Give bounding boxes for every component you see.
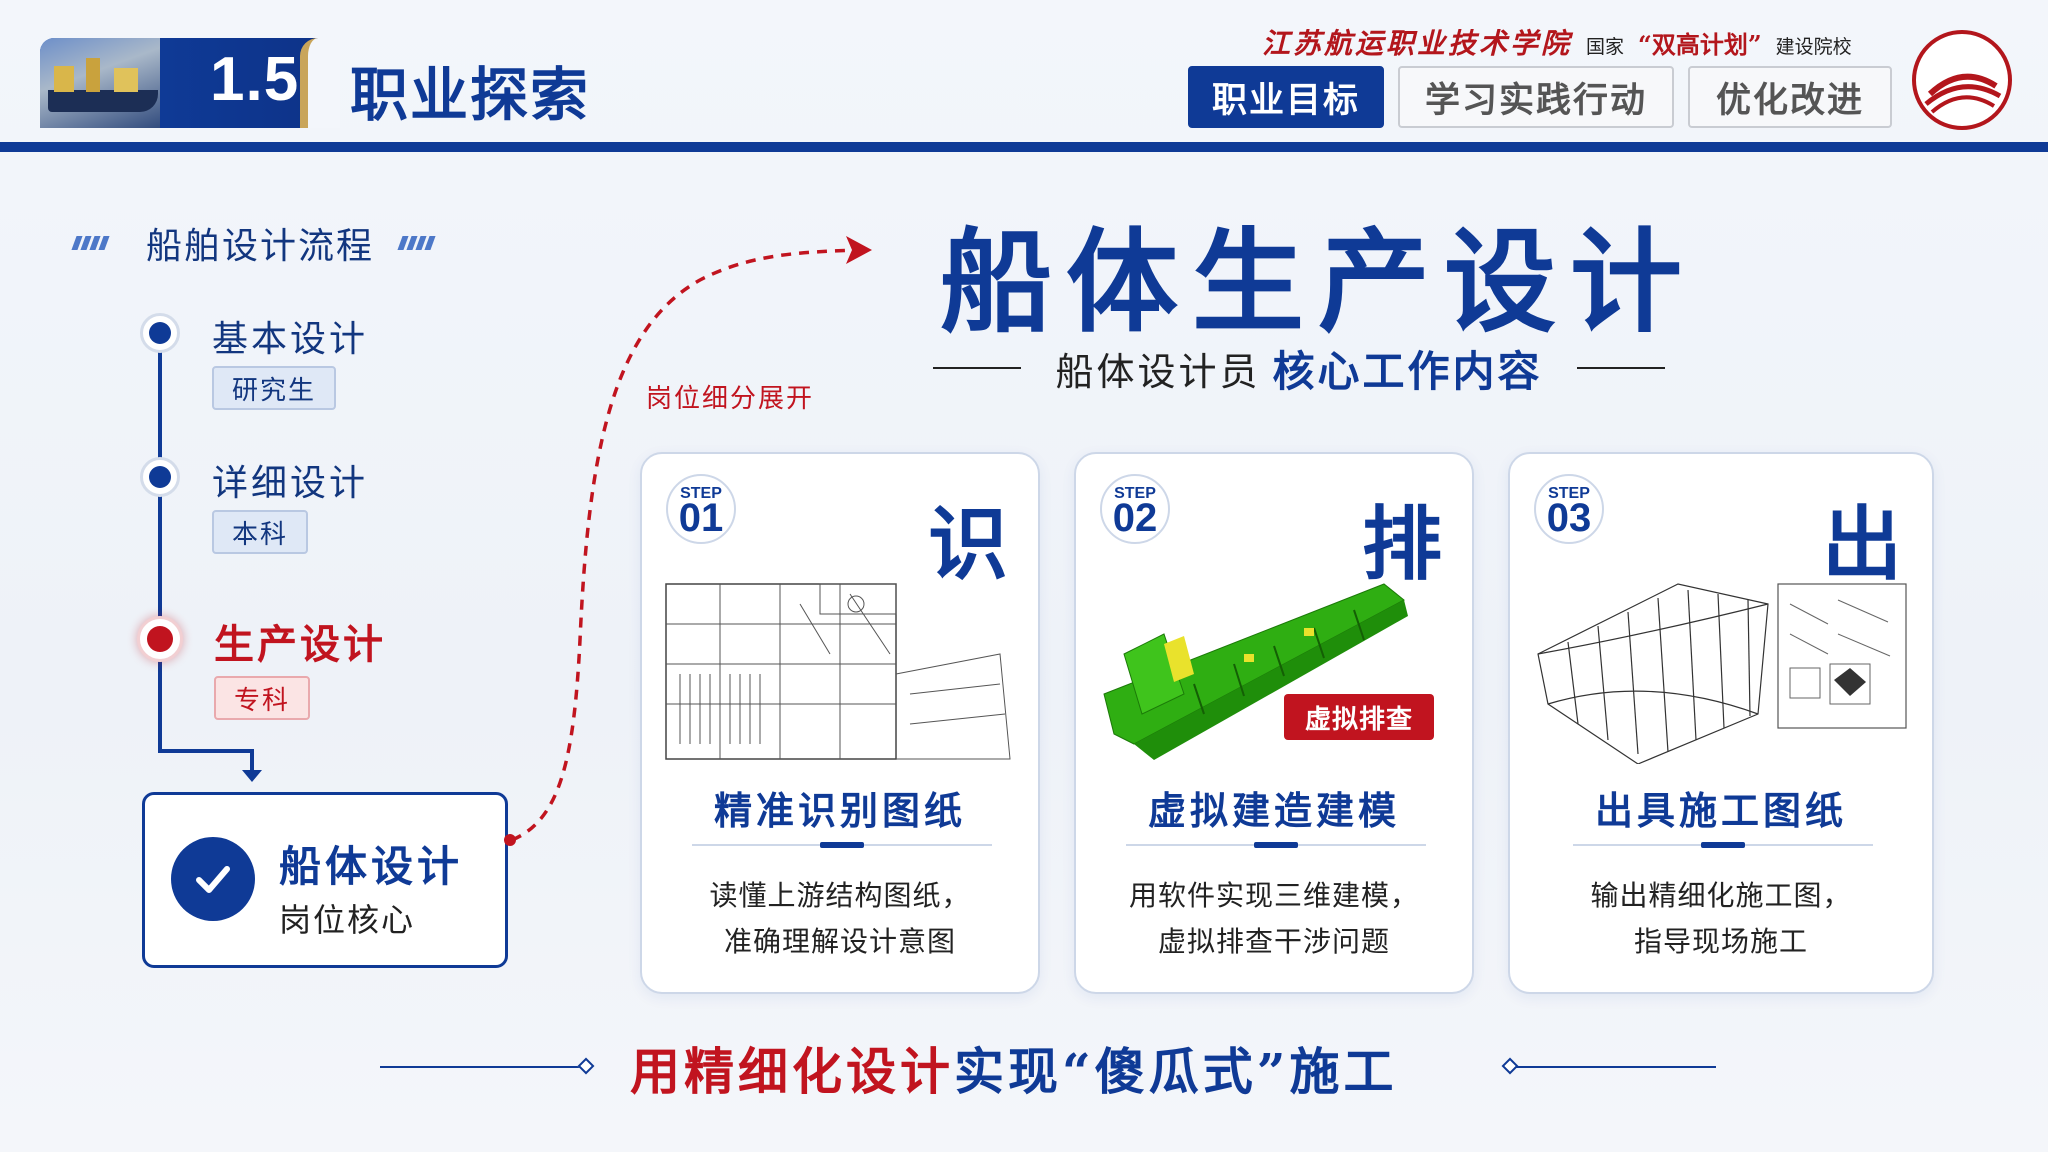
card-desc-line2: 指导现场施工 [1633, 925, 1808, 958]
virtual-check-badge: 虚拟排查 [1284, 694, 1434, 740]
slogan-line-right [1516, 1066, 1716, 1068]
subtitle-row: 船体设计员 核心工作内容 [904, 340, 1694, 396]
timeline-down [250, 749, 254, 771]
card-desc-line1: 用软件实现三维建模， [1128, 879, 1419, 912]
step-number-circle: STEP 02 [1100, 474, 1170, 544]
step-tag-detail: 本科 [212, 510, 309, 554]
timeline-elbow [158, 749, 254, 753]
step-tag-basic: 研究生 [212, 366, 337, 410]
card-heading: 出具施工图纸 [1594, 789, 1847, 833]
subtitle-line-left [933, 367, 1022, 369]
school-sub1: 国家 [1586, 36, 1625, 58]
step-number: 01 [678, 496, 724, 540]
card-underline [692, 842, 992, 848]
step-word: STEP [1114, 485, 1156, 502]
slogan-part2: 实现“傻瓜式”施工 [954, 1042, 1398, 1101]
expand-label: 岗位细分展开 [646, 384, 815, 414]
school-banner: 江苏航运职业技术学院 国家 “双高计划” 建设院校 [1262, 22, 1852, 62]
tab-optimize[interactable]: 优化改进 [1688, 66, 1892, 128]
slogan-line-left [380, 1066, 580, 1068]
core-title: 船体设计 [279, 842, 464, 891]
subtitle-line-right [1576, 367, 1665, 369]
step-number: 02 [1112, 496, 1158, 540]
bottom-slogan: 用精细化设计 实现“傻瓜式”施工 [630, 1036, 1398, 1101]
slash-decoration-icon [397, 236, 446, 250]
tab-study-practice[interactable]: 学习实践行动 [1398, 66, 1674, 128]
step-word: STEP [680, 485, 722, 502]
construction-drawing-image [1537, 583, 1907, 764]
step-number: 03 [1546, 496, 1592, 540]
card-heading: 虚拟建造建模 [1147, 789, 1400, 833]
card-char: 出 [1822, 497, 1902, 591]
card-char: 识 [928, 497, 1008, 591]
tab-career-goal[interactable]: 职业目标 [1188, 66, 1384, 128]
card-char: 排 [1362, 497, 1442, 591]
badge-accent [300, 38, 340, 128]
timeline-node-production [137, 616, 183, 662]
core-sub: 岗位核心 [279, 901, 416, 939]
card-heading: 精准识别图纸 [713, 789, 966, 833]
header-divider [0, 142, 2048, 152]
card-step-02: STEP 02 排 虚拟排查 虚拟建造建模 用软件实现三维建模， 虚拟排查干涉问… [1074, 452, 1474, 994]
section-badge: 1.5 [40, 38, 340, 128]
card-step-01: STEP 01 识 精准识别图纸 读懂上游结构图纸， 准确理解设计意图 [640, 452, 1040, 994]
step-label-production: 生产设计 [214, 622, 386, 668]
step-word: STEP [1548, 485, 1590, 502]
subtitle-bold: 核心工作内容 [1272, 346, 1543, 396]
step-number-circle: STEP 03 [1534, 474, 1604, 544]
core-position-box: 船体设计 岗位核心 [142, 792, 508, 968]
step-number-circle: STEP 01 [666, 474, 736, 544]
slash-decoration-icon [71, 236, 120, 250]
school-name: 江苏航运职业技术学院 [1262, 27, 1573, 60]
section-title: 职业探索 [350, 61, 591, 129]
step-label-basic: 基本设计 [212, 319, 369, 360]
header: 1.5 职业探索 江苏航运职业技术学院 国家 “双高计划” 建设院校 职业目标 … [0, 0, 2048, 155]
timeline-node-basic [140, 313, 180, 353]
3d-hull-model-image [1103, 583, 1408, 760]
ship-image [40, 38, 160, 128]
timeline-line [158, 333, 162, 753]
slogan-part1: 用精细化设计 [630, 1042, 954, 1101]
card-desc-line2: 虚拟排查干涉问题 [1157, 925, 1390, 958]
card-desc-line1: 输出精细化施工图， [1590, 879, 1852, 912]
timeline-node-detail [140, 457, 180, 497]
card-desc-line2: 准确理解设计意图 [723, 925, 956, 958]
card-desc-line1: 读懂上游结构图纸， [709, 879, 971, 912]
timeline-arrow-icon [242, 770, 262, 782]
section-number: 1.5 [210, 45, 300, 114]
main-title: 船体生产设计 [940, 218, 1696, 348]
card-underline [1573, 842, 1873, 848]
subtitle-plain: 船体设计员 [1055, 349, 1261, 394]
check-icon [171, 837, 255, 921]
flow-title: 船舶设计流程 [71, 218, 446, 268]
step-tag-production: 专科 [214, 676, 311, 720]
step-label-detail: 详细设计 [212, 463, 369, 504]
school-plan: “双高计划” [1638, 30, 1762, 59]
flow-title-text: 船舶设计流程 [146, 226, 375, 267]
connector-dot [504, 834, 516, 846]
diamond-icon [577, 1057, 595, 1075]
school-sub2: 建设院校 [1775, 36, 1852, 58]
card-underline [1126, 842, 1426, 848]
card-step-03: STEP 03 出 出具施工图纸 输出精细化施工图， 指导现场施工 [1508, 452, 1934, 994]
school-logo-icon [1912, 30, 2012, 130]
blueprint-drawing-image [665, 583, 1011, 760]
